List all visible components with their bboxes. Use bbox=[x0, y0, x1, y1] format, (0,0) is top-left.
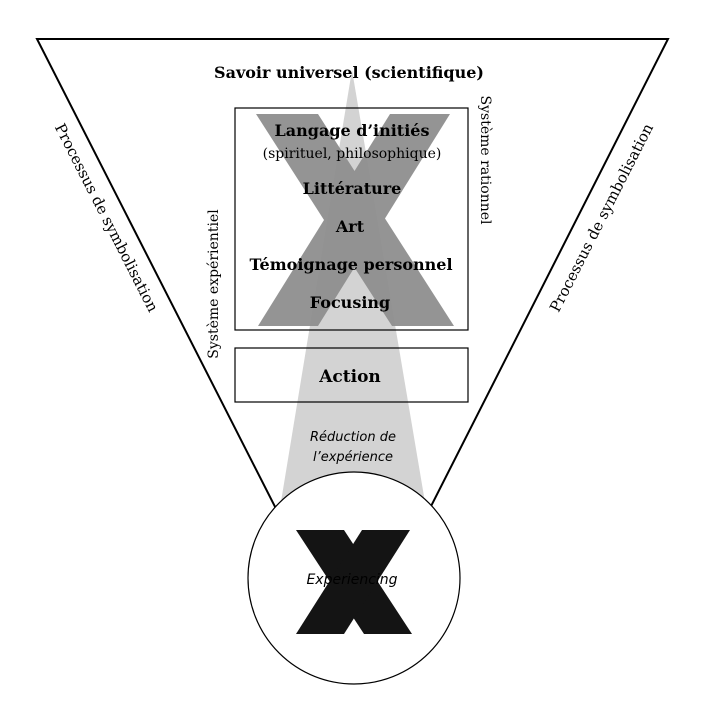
experiencing-label: Experiencing bbox=[306, 572, 397, 588]
box-item-1: Langage d’initiés bbox=[275, 121, 430, 140]
circle-x-shape bbox=[296, 530, 412, 634]
inner-left-label: Système expérientiel bbox=[206, 209, 222, 359]
box-x-shape bbox=[256, 114, 454, 326]
action-label: Action bbox=[318, 367, 381, 387]
box-item-2: (spirituel, philosophique) bbox=[263, 146, 442, 162]
reduction-beam bbox=[278, 70, 428, 520]
reduction-line-2: l’expérience bbox=[313, 450, 393, 465]
box-item-4: Art bbox=[335, 217, 365, 236]
modes-box bbox=[234, 107, 469, 331]
reduction-line-1: Réduction de bbox=[310, 430, 396, 445]
box-item-3: Littérature bbox=[303, 179, 402, 198]
box-item-6: Focusing bbox=[310, 293, 390, 312]
action-box bbox=[234, 347, 469, 403]
box-item-5: Témoignage personnel bbox=[249, 255, 452, 274]
top-label: Savoir universel (scientifique) bbox=[214, 63, 484, 82]
inner-right-label: Système rationnel bbox=[477, 96, 493, 225]
